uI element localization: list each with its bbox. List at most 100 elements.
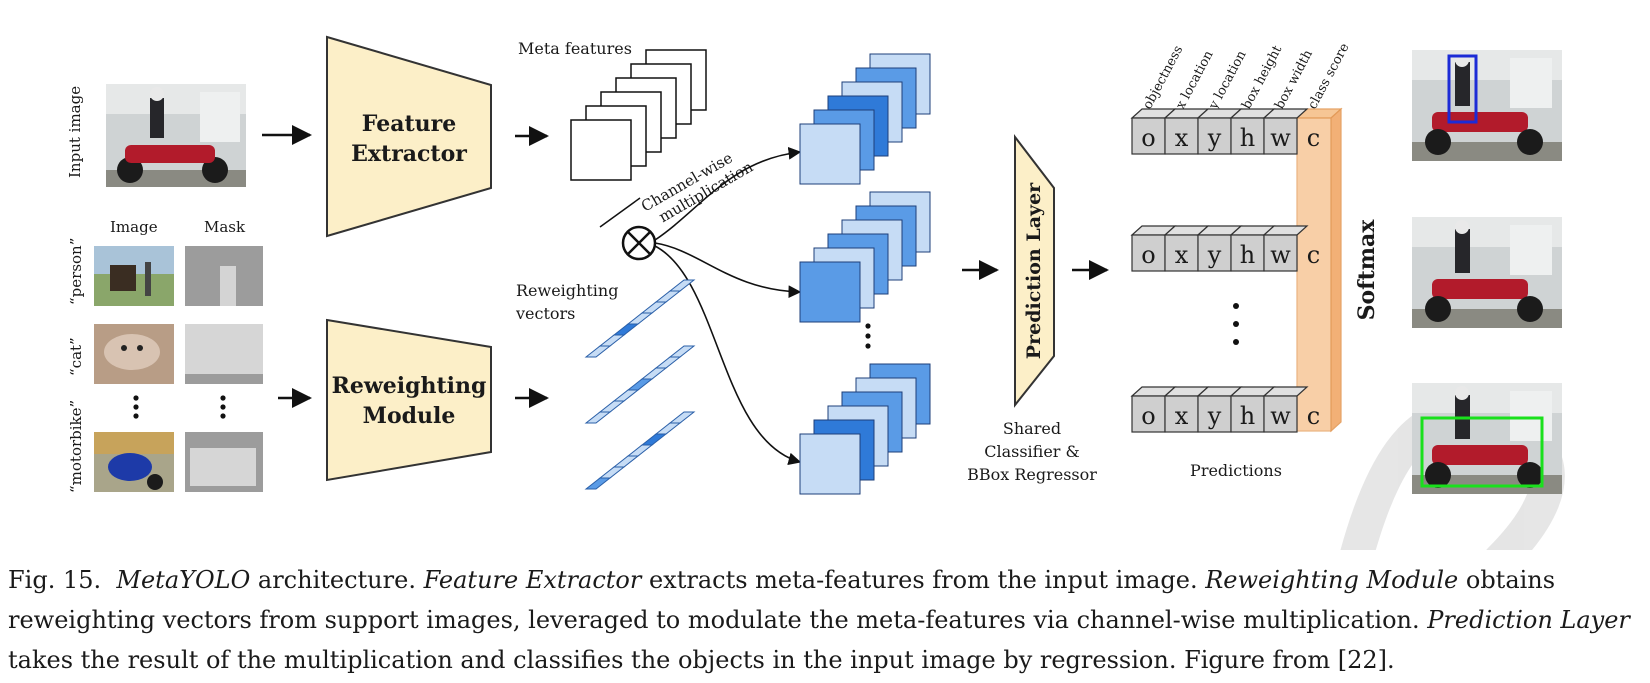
output-motorbike-bbox: [1420, 416, 1544, 488]
support-image-motorbike: [94, 432, 174, 492]
reweighting-vector-segment: [584, 345, 612, 358]
caption-segment: obtains reweighting vectors from support…: [8, 566, 1556, 634]
prediction-cell: [1164, 117, 1199, 155]
stacks-ellipsis: [865, 323, 871, 349]
support-mask-person: [185, 246, 263, 306]
caption-segment: Prediction Layer: [1427, 606, 1630, 634]
reweighting-vector-segment: [654, 422, 682, 435]
reweighting-vector-segment: [626, 312, 654, 325]
figure-caption: Fig. 15. MetaYOLO architecture. Feature …: [8, 560, 1644, 680]
reweighting-vector-segment: [626, 444, 654, 457]
reweighting-vector-segment: [626, 378, 654, 391]
output-image-wheel: [1425, 129, 1451, 155]
reweighting-vector-segment: [612, 455, 640, 468]
modulated-feature-map: [799, 123, 861, 185]
prediction-cell-letter: w: [1270, 241, 1291, 269]
reweighting-vector-segment: [640, 367, 668, 380]
reweighting-vector-segment: [640, 301, 668, 314]
multiply-icon: [621, 225, 657, 261]
metayolo-architecture-diagram: Input image Feature Extractor Meta featu…: [66, 35, 1565, 550]
prediction-cell-letter: y: [1207, 241, 1222, 269]
prediction-cell-letter: y: [1207, 124, 1222, 152]
prediction-cell: [1131, 117, 1166, 155]
reweighting-vector-segment: [654, 356, 682, 369]
prediction-cell: [1263, 234, 1298, 272]
output-images: [1412, 50, 1562, 494]
support-class-person: “person”: [67, 238, 85, 305]
prediction-cell: [1263, 395, 1298, 433]
prediction-cell-letter: o: [1141, 402, 1155, 430]
output-image-wheel: [1517, 129, 1543, 155]
prediction-cell: [1263, 117, 1298, 155]
reweighting-vector-segment: [598, 400, 626, 413]
output-image-wheel: [1517, 296, 1543, 322]
shared-label-line3: BBox Regressor: [967, 465, 1097, 484]
output-image-helmet: [1455, 386, 1469, 400]
prediction-cell: [1230, 234, 1265, 272]
output-image-person: [1455, 229, 1470, 273]
reweighting-vector-segment: [584, 411, 612, 424]
caption-segment: Feature Extractor: [423, 566, 642, 594]
output-image-motorbike: [1432, 279, 1528, 299]
reweighting-vectors-line2: vectors: [515, 304, 575, 323]
caption-segment: architecture.: [250, 566, 424, 594]
channel-wise-label: Channel-wise multiplication: [638, 149, 756, 226]
output-image-motorbike: [1432, 445, 1528, 465]
meta-features-stack: [570, 49, 707, 181]
prediction-cell: [1197, 234, 1232, 272]
caption-segment: Reweighting Module: [1205, 566, 1459, 594]
output-person-bbox: [1447, 54, 1478, 124]
meta-features-label: Meta features: [518, 39, 632, 58]
prediction-layer: Prediction Layer: [1014, 134, 1055, 408]
input-image: [106, 84, 246, 187]
reweighting-module-line2: Module: [363, 403, 456, 429]
support-class-cat: “cat”: [67, 337, 85, 376]
prediction-layer-label: Prediction Layer: [1023, 182, 1045, 359]
prediction-cell-letter: h: [1240, 402, 1255, 430]
prediction-cell-letter: o: [1141, 241, 1155, 269]
output-image-wheel: [1425, 462, 1451, 488]
class-score-column: [1295, 107, 1343, 433]
reweighting-vector-segment: [612, 389, 640, 402]
reweighting-vectors: [584, 279, 696, 490]
reweighting-vector-segment: [668, 279, 696, 292]
prediction-cell: [1230, 395, 1265, 433]
prediction-cell-letter: x: [1175, 402, 1189, 430]
shared-label-line1: Shared: [1003, 419, 1061, 438]
support-image-header: Image: [110, 218, 158, 236]
caption-segment: MetaYOLO: [116, 566, 251, 594]
modulation-arrows: [654, 146, 802, 466]
reweighting-vectors-line1: Reweighting: [516, 281, 618, 300]
support-image-cat: [94, 324, 174, 384]
support-mask-cat: [185, 324, 263, 384]
prediction-cell-letter: c: [1307, 402, 1320, 430]
output-image-cabinet: [1510, 58, 1552, 108]
feature-extractor: Feature Extractor: [326, 35, 492, 238]
feature-extractor-line2: Extractor: [351, 141, 467, 167]
reweighting-module: Reweighting Module: [326, 318, 492, 482]
prediction-cell-letter: c: [1307, 241, 1320, 269]
prediction-cell: [1197, 395, 1232, 433]
output-image-helmet: [1455, 220, 1469, 234]
modulated-feature-map: [799, 433, 861, 495]
reweighting-vector-segment: [668, 345, 696, 358]
reweighting-vector-segment: [668, 411, 696, 424]
support-class-motorbike: “motorbike”: [67, 400, 85, 493]
reweighting-vector-segment: [640, 433, 668, 446]
prediction-cell-letter: o: [1141, 124, 1155, 152]
support-mask-header: Mask: [204, 218, 246, 236]
modulated-feature-stacks: [799, 53, 931, 495]
output-image-cabinet: [1510, 391, 1552, 441]
reweighting-vector-segment: [584, 477, 612, 490]
output-image-wheel: [1517, 462, 1543, 488]
prediction-cell-letter: x: [1175, 241, 1189, 269]
output-image-wheel: [1425, 296, 1451, 322]
reweighting-vector-segment: [598, 466, 626, 479]
prediction-cell-letter: x: [1175, 124, 1189, 152]
support-image-person: [94, 246, 174, 306]
prediction-cell: [1131, 234, 1166, 272]
prediction-cell-letter: h: [1240, 241, 1255, 269]
reweighting-vector-segment: [598, 334, 626, 347]
support-ellipsis: [133, 395, 226, 419]
